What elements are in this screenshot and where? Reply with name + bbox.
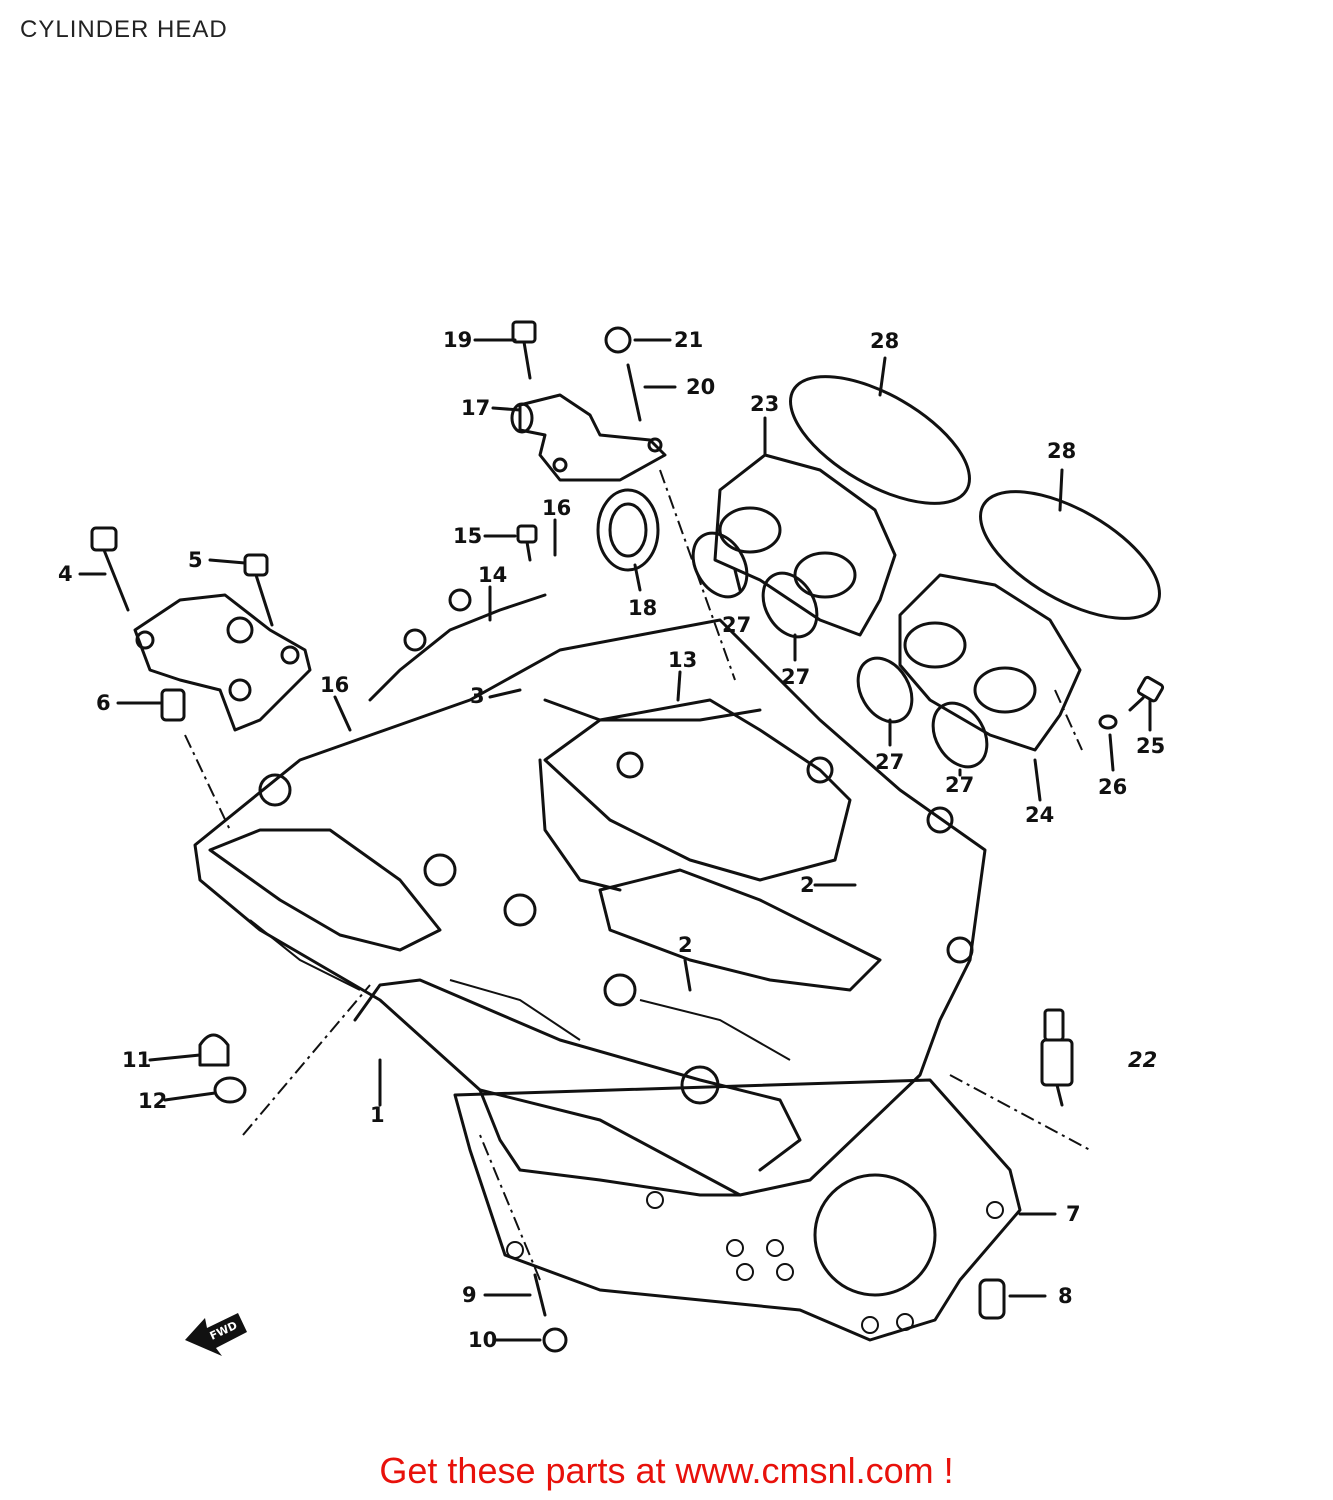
callout-12: 12	[138, 1089, 167, 1113]
intake-pipe-lower-drawing	[898, 573, 1082, 752]
stud-9-drawing	[533, 1273, 547, 1317]
leader-lines	[78, 338, 1152, 1342]
nut-10-drawing	[542, 1327, 568, 1353]
callout-14: 14	[478, 563, 507, 587]
callout-10: 10	[468, 1328, 497, 1352]
callout-4: 4	[58, 562, 73, 586]
callout-2b: 2	[678, 933, 693, 957]
arrow-front-icon: FWD	[185, 1313, 247, 1356]
callout-16b: 16	[320, 673, 349, 697]
water-outlet-drawing	[510, 393, 667, 482]
callout-20: 20	[686, 375, 715, 399]
cylinder-head-drawing	[193, 588, 987, 1197]
callout-13: 13	[668, 648, 697, 672]
intake-pipe-upper-drawing	[713, 453, 897, 637]
callout-19: 19	[443, 328, 472, 352]
callout-26: 26	[1098, 775, 1127, 799]
callout-22: 22	[1128, 1048, 1157, 1072]
callout-24: 24	[1025, 803, 1054, 827]
stud-20-drawing	[626, 363, 642, 422]
callout-16: 16	[542, 496, 571, 520]
callout-18: 18	[628, 596, 657, 620]
cap-nut-11-drawing	[198, 1033, 230, 1067]
bolt-15-drawing	[516, 524, 538, 562]
callout-27d: 27	[945, 773, 974, 797]
callout-27c: 27	[875, 750, 904, 774]
callout-28a: 28	[870, 329, 899, 353]
washer-12-drawing	[213, 1076, 247, 1104]
callout-3: 3	[470, 684, 485, 708]
page-title: CYLINDER HEAD	[20, 16, 228, 43]
clamp-lower-drawing	[979, 490, 1161, 620]
callout-15: 15	[453, 524, 482, 548]
bolt-5-drawing	[243, 553, 274, 627]
callout-8: 8	[1058, 1284, 1073, 1308]
promo-link[interactable]: Get these parts at www.cmsnl.com !	[379, 1450, 954, 1491]
callout-5: 5	[188, 548, 203, 572]
clamp-upper-drawing	[789, 375, 971, 505]
bolt-4-drawing	[90, 526, 130, 612]
callout-2: 2	[800, 873, 815, 897]
dowel-8-drawing	[978, 1278, 1006, 1320]
callout-labels: 1 2 2 3 4 5 6 7 8 9 10 11 12 13 14 15 16…	[58, 328, 1165, 1352]
cam-holder-drawing	[133, 593, 312, 732]
washer-26-drawing	[1098, 714, 1118, 730]
head-gasket-drawing	[453, 1078, 1022, 1342]
callout-7: 7	[1066, 1202, 1081, 1226]
bolt-19-drawing	[511, 320, 537, 380]
alignment-lines	[184, 469, 1091, 1281]
callout-6: 6	[96, 691, 111, 715]
nut-21-drawing	[604, 326, 632, 354]
spark-plug-drawing	[1040, 1008, 1074, 1107]
callout-28b: 28	[1047, 439, 1076, 463]
callout-11: 11	[122, 1048, 151, 1072]
callout-25: 25	[1136, 734, 1165, 758]
callout-21: 21	[674, 328, 703, 352]
callout-27b: 27	[781, 665, 810, 689]
bolt-25-drawing	[1128, 675, 1165, 712]
callout-23: 23	[750, 392, 779, 416]
callout-17: 17	[461, 396, 490, 420]
seal-ring-drawing	[596, 488, 660, 572]
callout-9: 9	[462, 1283, 477, 1307]
callout-27a: 27	[722, 613, 751, 637]
callout-1: 1	[370, 1103, 385, 1127]
